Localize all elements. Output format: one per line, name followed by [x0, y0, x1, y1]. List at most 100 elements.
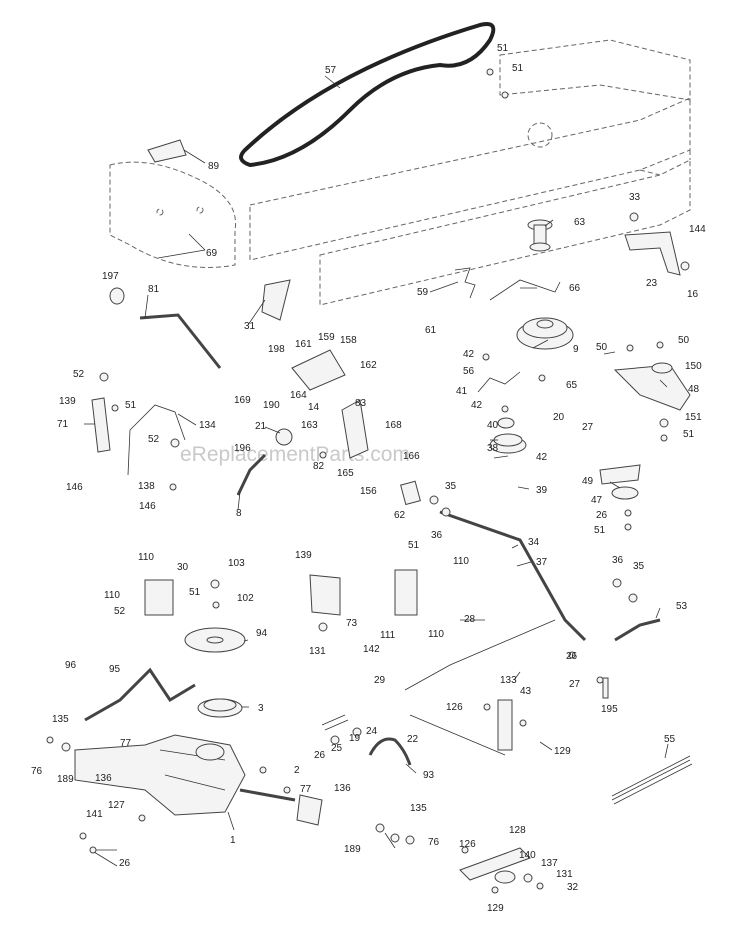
callout-111: 111 [380, 630, 396, 641]
callout-128: 128 [509, 825, 526, 836]
callout-136: 136 [334, 783, 351, 794]
callout-69: 69 [206, 248, 218, 259]
callout-37: 37 [536, 557, 548, 568]
callout-2: 2 [294, 765, 300, 776]
pulley-140 [494, 870, 516, 884]
callout-35: 35 [445, 481, 457, 492]
callout-190: 190 [263, 400, 280, 411]
callout-56: 56 [463, 366, 475, 377]
rod-28 [404, 619, 556, 691]
callout-41: 41 [456, 386, 468, 397]
callout-150: 150 [685, 361, 702, 372]
callout-102: 102 [237, 593, 254, 604]
callout-51: 51 [497, 43, 509, 54]
bracket-71 [91, 397, 111, 453]
callout-27: 27 [582, 422, 594, 433]
callout-93: 93 [423, 770, 435, 781]
callout-27: 27 [569, 679, 581, 690]
transaxle-1 [74, 734, 296, 816]
callout-42: 42 [471, 400, 483, 411]
idler-arm-48 [613, 364, 691, 411]
pulley-150 [651, 362, 673, 374]
callout-110: 110 [453, 556, 469, 567]
watermark-text: eReplacementParts.com [180, 443, 410, 466]
callout-133: 133 [500, 675, 517, 686]
callout-198: 198 [268, 344, 285, 355]
bracket-41 [477, 371, 521, 393]
callout-34: 34 [528, 537, 540, 548]
callout-53: 53 [676, 601, 688, 612]
callout-135: 135 [52, 714, 69, 725]
lever-8 [236, 453, 267, 496]
drive-rod-95 [84, 667, 196, 722]
bracket-23 [624, 231, 681, 276]
callout-52: 52 [73, 369, 85, 380]
pivot-bar-34 [439, 510, 587, 642]
rod-134 [127, 404, 186, 476]
callout-163: 163 [301, 420, 318, 431]
callout-3: 3 [258, 703, 264, 714]
callout-26: 26 [119, 858, 131, 869]
callout-189: 189 [344, 844, 361, 855]
callout-76: 76 [31, 766, 43, 777]
callout-19: 19 [349, 733, 361, 744]
callout-162: 162 [360, 360, 377, 371]
hood-frame [109, 161, 237, 268]
callout-52: 52 [148, 434, 160, 445]
callout-83: 83 [355, 398, 367, 409]
callout-51: 51 [189, 587, 201, 598]
callout-47: 47 [591, 495, 603, 506]
callout-131: 131 [556, 869, 573, 880]
callout-168: 168 [385, 420, 402, 431]
bracket-31 [261, 279, 291, 321]
callout-52: 52 [114, 606, 126, 617]
callout-169: 169 [234, 395, 251, 406]
callout-161: 161 [295, 339, 312, 350]
callout-137: 137 [541, 858, 558, 869]
callout-96: 96 [65, 660, 77, 671]
callout-144: 144 [689, 224, 706, 235]
callout-129: 129 [554, 746, 571, 757]
callout-195: 195 [601, 704, 618, 715]
spring-rod-59 [454, 267, 476, 299]
hardware-fasteners [46, 68, 690, 894]
callout-23: 23 [646, 278, 658, 289]
callout-166: 166 [403, 451, 420, 462]
callout-82: 82 [313, 461, 325, 472]
callout-142: 142 [363, 644, 380, 655]
callout-146: 146 [66, 482, 83, 493]
callout-50: 50 [596, 342, 608, 353]
callout-131: 131 [309, 646, 326, 657]
callout-20: 20 [553, 412, 565, 423]
callout-35: 35 [633, 561, 645, 572]
callout-126: 126 [459, 839, 476, 850]
callout-151: 151 [685, 412, 702, 423]
callout-71: 71 [57, 419, 69, 430]
callout-73: 73 [346, 618, 358, 629]
callout-48: 48 [688, 384, 700, 395]
callout-141: 141 [86, 809, 103, 820]
fan-94 [184, 627, 246, 653]
callout-165: 165 [337, 468, 354, 479]
callout-51: 51 [683, 429, 695, 440]
callout-76: 76 [428, 837, 440, 848]
callout-110: 110 [104, 590, 120, 601]
bracket-158 [291, 349, 346, 391]
callout-126: 126 [446, 702, 463, 713]
callout-49: 49 [582, 476, 594, 487]
rod-81 [139, 313, 222, 369]
callout-51: 51 [408, 540, 420, 551]
callout-94: 94 [256, 628, 268, 639]
callout-9: 9 [573, 344, 579, 355]
callout-29: 29 [374, 675, 386, 686]
callout-62: 62 [394, 510, 406, 521]
callout-26: 26 [314, 750, 326, 761]
callout-138: 138 [138, 481, 155, 492]
pulley-40 [497, 417, 515, 429]
callout-8: 8 [236, 508, 242, 519]
callout-labels: 57 51 51 89 69 33 144 63 16 23 197 81 59… [31, 43, 706, 914]
callout-38: 38 [487, 443, 499, 454]
pulley-47 [611, 486, 639, 500]
callout-33: 33 [629, 192, 641, 203]
